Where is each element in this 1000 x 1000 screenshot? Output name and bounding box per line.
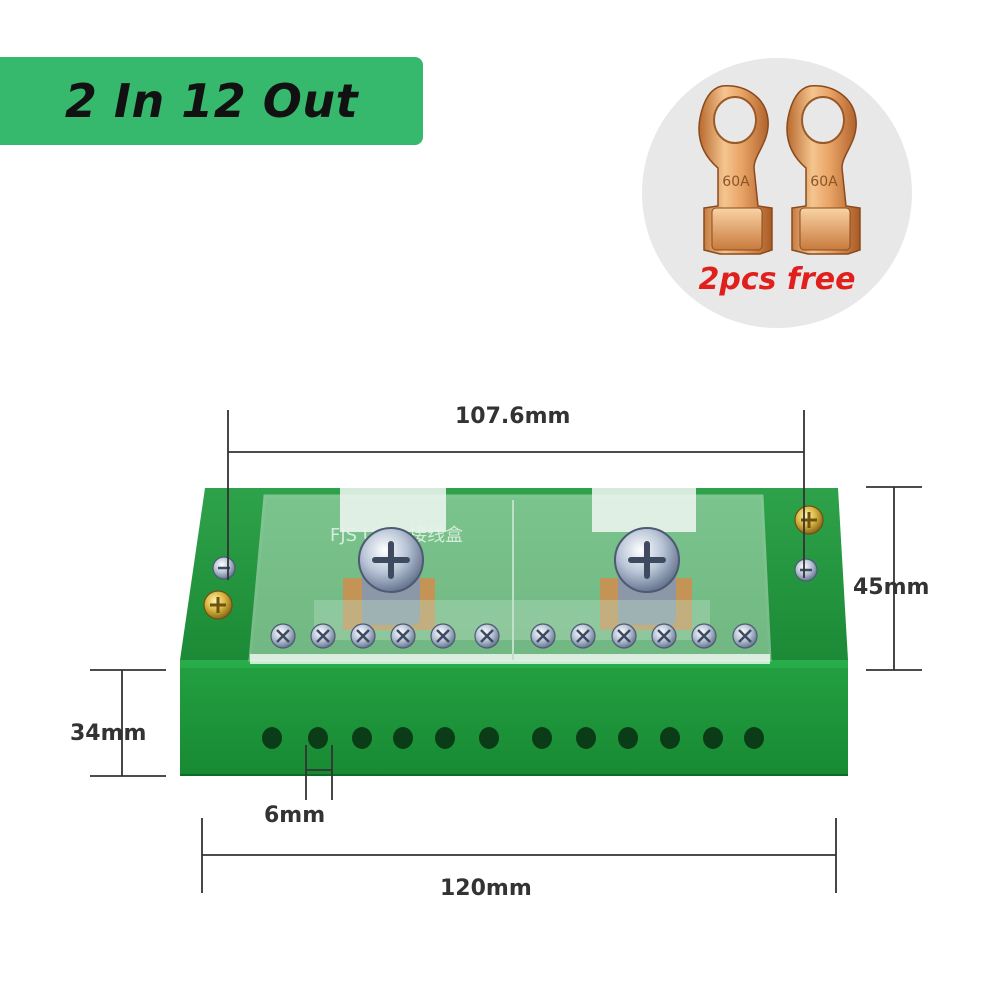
ring-lugs-icon: 60A 60A	[698, 85, 861, 255]
wire-hole	[308, 727, 328, 749]
dimension-hole: 6mm	[264, 803, 326, 828]
terminal-screw-icon	[530, 623, 556, 649]
terminal-screws	[270, 623, 758, 649]
terminal-screw-icon	[430, 623, 456, 649]
free-label: 2pcs free	[698, 262, 856, 297]
wire-hole	[352, 727, 372, 749]
box-front-body	[180, 660, 848, 775]
dimension-top-width: 107.6mm	[455, 404, 571, 429]
ground-screw-icon	[794, 505, 824, 535]
dimension-lines	[90, 410, 922, 893]
mounting-screw-icon	[794, 558, 818, 582]
ground-screw-icon	[203, 590, 233, 620]
terminal-screw-icon	[651, 623, 677, 649]
terminal-screw-icon	[350, 623, 376, 649]
terminal-screw-icon	[570, 623, 596, 649]
cover-tab	[340, 488, 446, 532]
terminal-screw-icon	[611, 623, 637, 649]
wire-hole	[435, 727, 455, 749]
cover-tab	[592, 488, 696, 532]
wire-hole	[479, 727, 499, 749]
lug-marking: 60A	[722, 174, 750, 190]
free-lugs-badge: 60A 60A 2pcs free	[642, 58, 912, 328]
lug-marking: 60A	[810, 174, 838, 190]
wire-hole	[393, 727, 413, 749]
terminal-screw-icon	[732, 623, 758, 649]
terminal-screw-icon	[270, 623, 296, 649]
terminal-screw-icon	[390, 623, 416, 649]
terminal-screw-icon	[310, 623, 336, 649]
ring-lug: 60A	[698, 85, 773, 255]
dimension-lower-height: 34mm	[70, 721, 147, 746]
wire-hole	[703, 727, 723, 749]
mounting-screw-icon	[212, 556, 236, 580]
terminal-screw-icon	[691, 623, 717, 649]
banner-title: 2 In 12 Out	[64, 74, 359, 128]
terminal-screw-icon	[474, 623, 500, 649]
wire-hole	[532, 727, 552, 749]
title-banner: 2 In 12 Out	[0, 57, 423, 145]
wire-hole	[744, 727, 764, 749]
wire-hole	[618, 727, 638, 749]
dimension-height: 45mm	[853, 575, 930, 600]
wire-hole	[262, 727, 282, 749]
wire-hole	[576, 727, 596, 749]
wire-holes	[262, 727, 764, 749]
dimension-total-width: 120mm	[440, 876, 532, 901]
wire-hole	[660, 727, 680, 749]
ring-lug: 60A	[786, 85, 861, 255]
